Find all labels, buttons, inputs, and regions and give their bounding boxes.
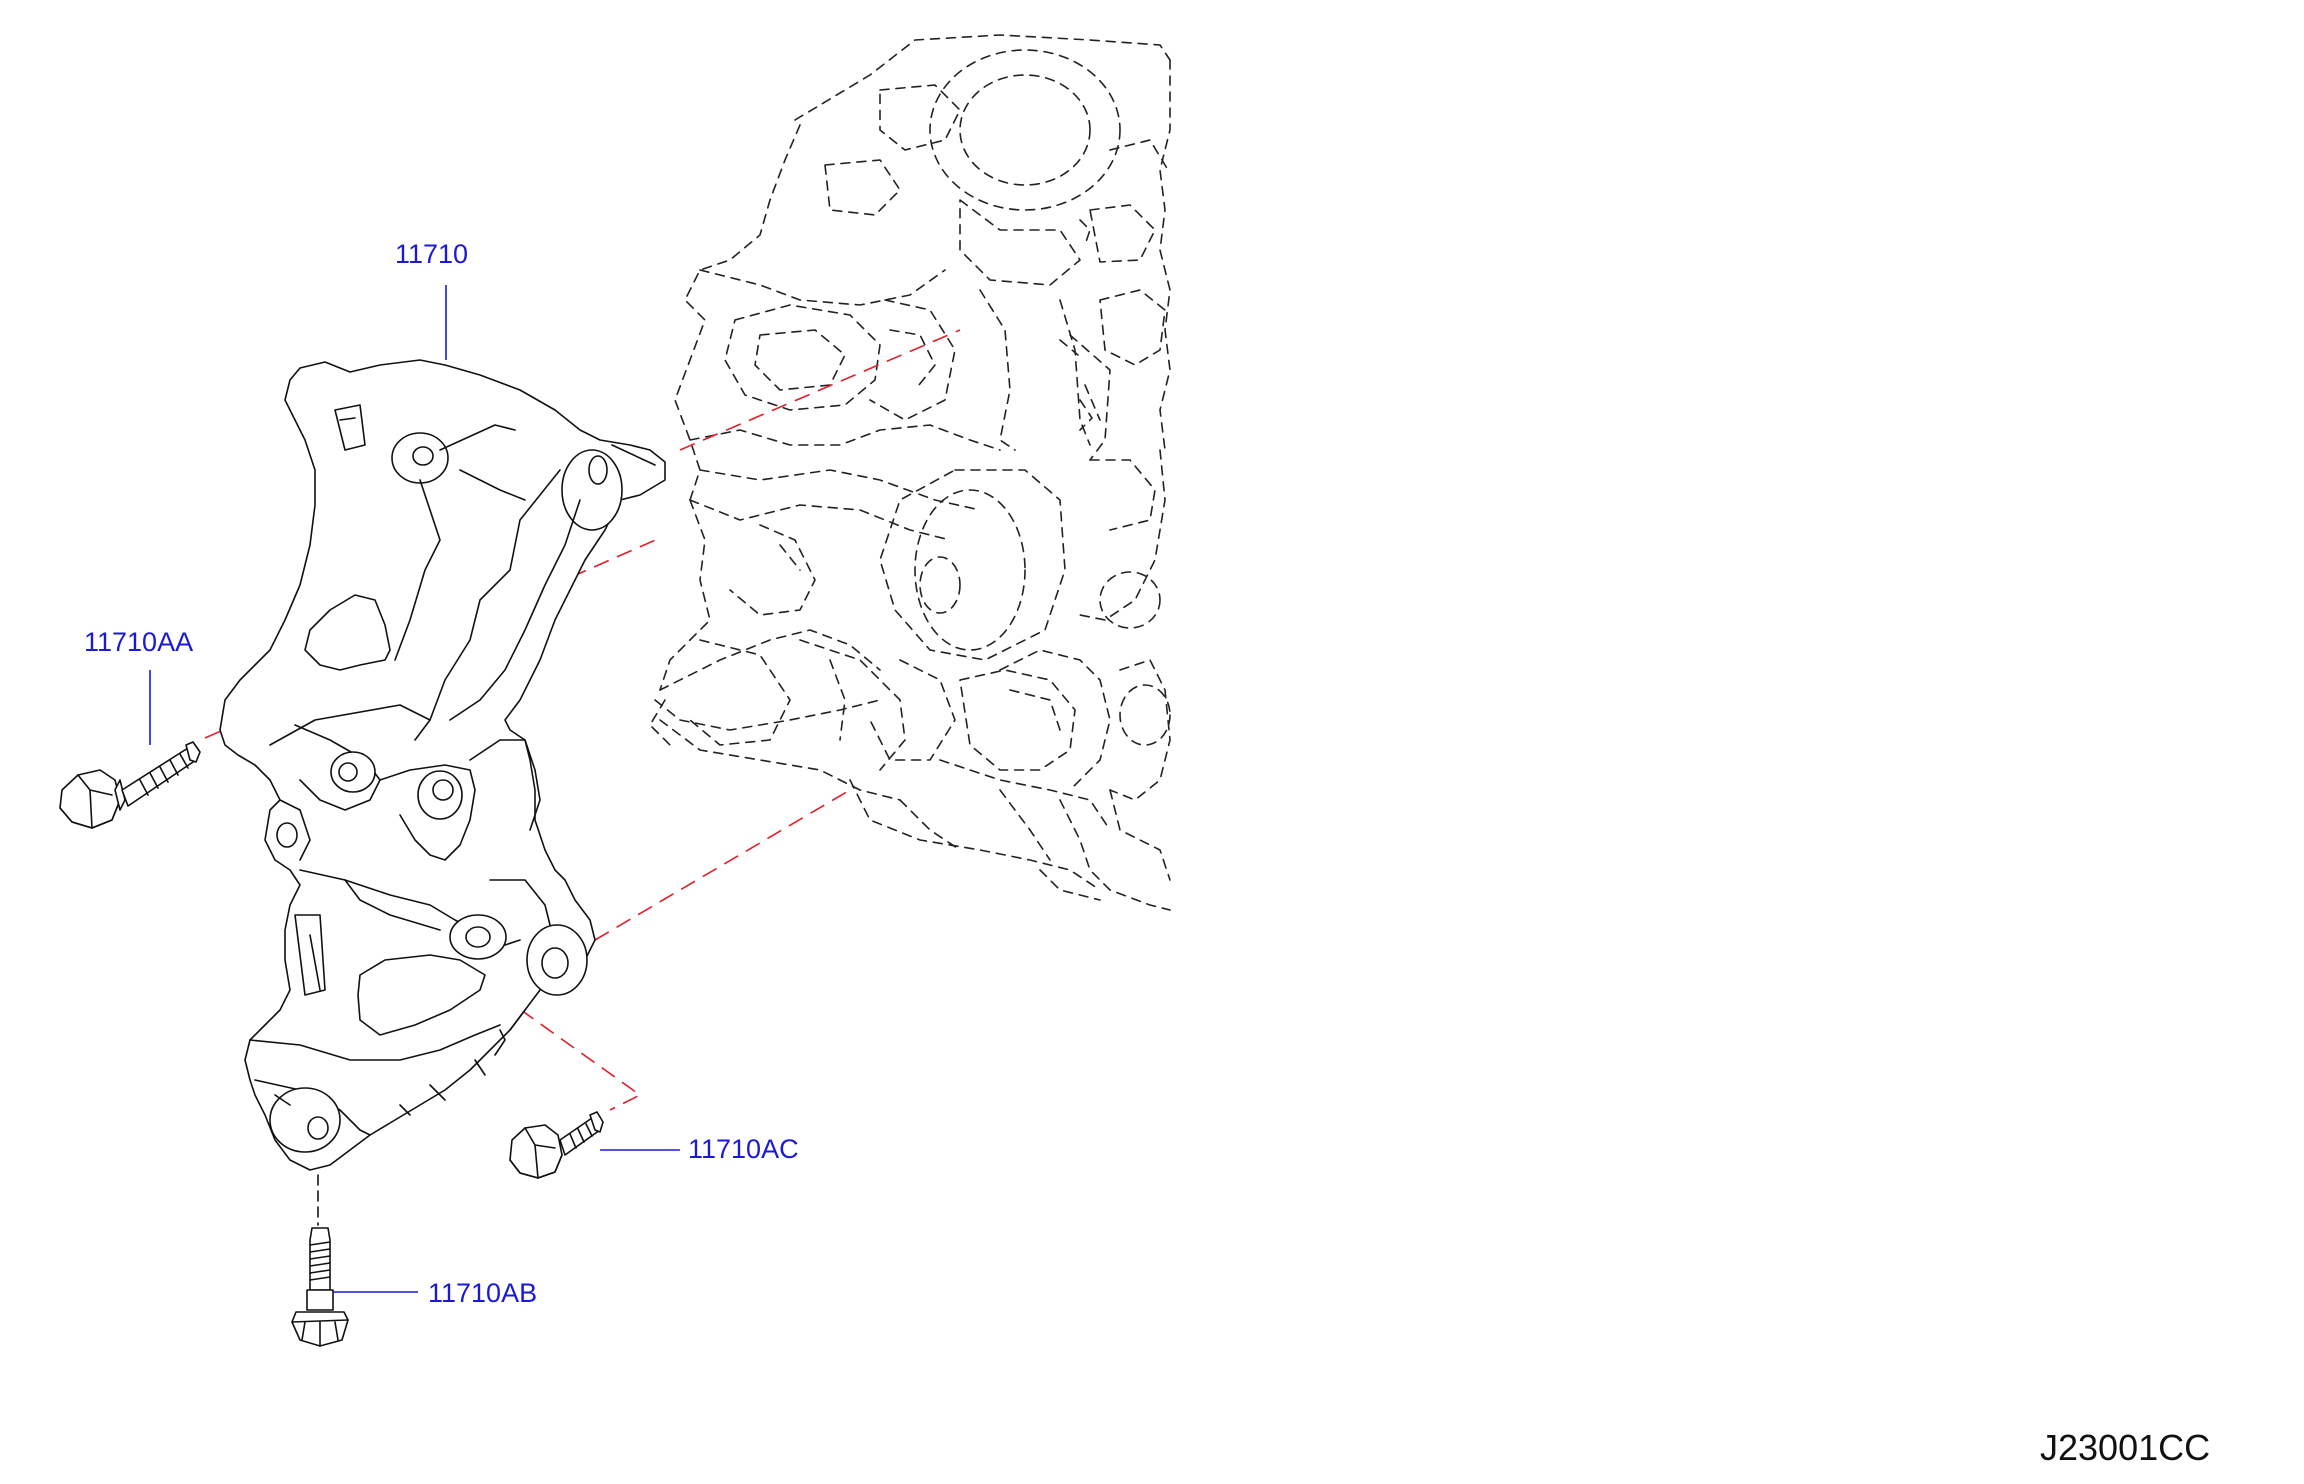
engine-block-phantom [649,34,1171,911]
callout-11710AA: 11710AA [84,627,194,657]
leader-lines [149,285,680,1293]
bolt-short-part [509,1111,604,1179]
bolt-bottom-part [291,1174,349,1347]
callout-11710: 11710 [395,239,469,269]
bolt-long-part [59,741,201,829]
callout-11710AB: 11710AB [428,1278,538,1308]
callout-11710AC: 11710AC [688,1134,799,1164]
diagram-reference-code: J23001CC [2040,1427,2211,1468]
bracket-part [219,359,666,1171]
